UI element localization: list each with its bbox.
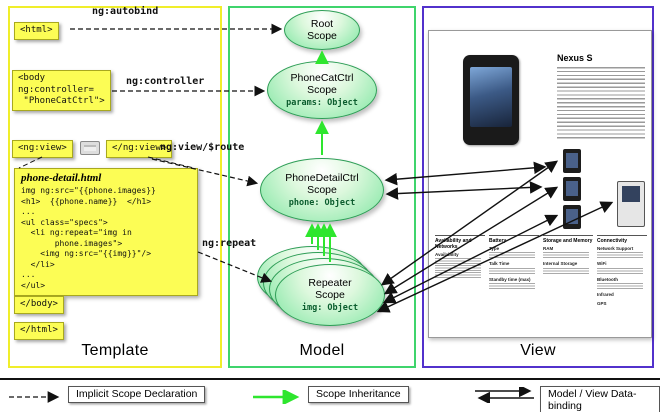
text-placeholder bbox=[435, 258, 481, 265]
spec-row-label: RAM bbox=[543, 246, 554, 251]
text-placeholder bbox=[489, 283, 535, 290]
legend: Implicit Scope Declaration Scope Inherit… bbox=[0, 383, 660, 412]
html-open-tagbox: <html> bbox=[14, 22, 59, 40]
spec-table: Availability and Networks Availability B… bbox=[435, 235, 647, 309]
legend-double-arrow-icon bbox=[475, 387, 534, 403]
spec-row: Infrared bbox=[597, 292, 647, 297]
legend-scope-inheritance-label: Scope Inheritance bbox=[316, 388, 401, 400]
spec-row-label: Network Support bbox=[597, 246, 634, 251]
spec-row: Network Support bbox=[597, 246, 647, 259]
text-placeholder bbox=[557, 67, 645, 141]
spec-row-label: WiFi bbox=[597, 261, 607, 267]
thumbnail-screen bbox=[566, 153, 578, 168]
legend-scope-inheritance-box: Scope Inheritance bbox=[308, 386, 409, 403]
scope-title: PhoneDetailCtrl Scope bbox=[285, 171, 359, 196]
spec-row-label: GPS bbox=[597, 300, 607, 306]
spec-row: RAM bbox=[543, 246, 593, 259]
spec-row-label: Standby time (max) bbox=[489, 276, 531, 282]
spec-row: Availability bbox=[435, 252, 485, 279]
spec-col-storage: Storage and Memory RAM Internal Storage bbox=[543, 235, 593, 309]
ng-autobind-label: ng:autobind bbox=[92, 6, 159, 17]
text-placeholder bbox=[543, 267, 589, 274]
text-placeholder bbox=[489, 252, 535, 259]
phone-photo bbox=[463, 55, 519, 145]
spec-header: Availability and Networks bbox=[435, 238, 472, 250]
ng-view-route-label: ng:view/$route bbox=[160, 142, 245, 153]
scope-title: Root Scope bbox=[307, 17, 337, 42]
phone-screen bbox=[470, 67, 512, 127]
spec-row: GPS bbox=[597, 301, 647, 306]
spec-header: Storage and Memory bbox=[543, 238, 593, 244]
scope-property: img: Object bbox=[301, 303, 359, 314]
spec-row: Talk Time bbox=[489, 261, 539, 274]
ng-repeat-label: ng:repeat bbox=[202, 238, 257, 249]
spec-row: Type bbox=[489, 246, 539, 259]
spec-row-label: Internal Storage bbox=[543, 261, 578, 267]
phone-detail-page: Nexus S Availability and Networks Availa… bbox=[428, 30, 652, 338]
spec-row-label: Type bbox=[489, 246, 500, 251]
legend-green-arrow-icon bbox=[253, 390, 300, 404]
phone-thumbnail-open bbox=[617, 181, 645, 227]
spec-col-connectivity: Connectivity Network Support WiFi Blueto… bbox=[597, 235, 647, 309]
scope-title: PhoneCatCtrl Scope bbox=[290, 71, 354, 96]
phonecat-scope-ellipse: PhoneCatCtrl Scope params: Object bbox=[267, 61, 377, 119]
spec-row-label: Talk Time bbox=[489, 261, 510, 267]
spec-col-availability: Availability and Networks Availability bbox=[435, 235, 485, 309]
phone-thumbnail bbox=[563, 177, 581, 201]
legend-implicit-scope-box: Implicit Scope Declaration bbox=[68, 386, 206, 403]
body-open-tagbox: <body ng:controller= "PhoneCatCtrl"> bbox=[12, 70, 111, 112]
codebox-code: img ng:src="{{phone.images}} <h1> {{phon… bbox=[21, 186, 156, 290]
text-placeholder bbox=[489, 267, 535, 274]
phone-detail-codebox: phone-detail.html img ng:src="{{phone.im… bbox=[14, 168, 198, 297]
text-placeholder bbox=[597, 252, 643, 259]
text-placeholder bbox=[435, 272, 481, 279]
view-column-label: View bbox=[520, 342, 556, 359]
text-placeholder bbox=[597, 267, 643, 274]
phone-title: Nexus S bbox=[557, 53, 593, 63]
ng-view-open-tagbox: <ng:view> bbox=[12, 140, 73, 158]
legend-databinding-label: Model / View Data-binding bbox=[548, 388, 637, 412]
scope-title: Repeater Scope bbox=[308, 276, 352, 301]
spec-row-label: Availability bbox=[435, 252, 459, 257]
template-column-label: Template bbox=[81, 342, 149, 359]
text-placeholder bbox=[543, 252, 589, 259]
spec-header: Battery bbox=[489, 238, 507, 244]
legend-databinding-box: Model / View Data-binding bbox=[540, 386, 660, 412]
spec-row: Bluetooth bbox=[597, 276, 647, 290]
spec-col-battery: Battery Type Talk Time Standby time (max… bbox=[489, 235, 539, 309]
codebox-title: phone-detail.html bbox=[21, 172, 102, 184]
thumbnail-screen bbox=[566, 181, 578, 196]
thumbnail-screen bbox=[566, 209, 578, 224]
thumbnail-screen bbox=[622, 186, 640, 202]
spec-row: WiFi bbox=[597, 261, 647, 274]
ng-view-close-tagbox: </ng:view> bbox=[106, 140, 173, 158]
spec-row: Internal Storage bbox=[543, 261, 593, 274]
repeater-scope-ellipse: Repeater Scope img: Object bbox=[275, 264, 385, 326]
scope-property: params: Object bbox=[286, 98, 358, 109]
scope-property: phone: Object bbox=[288, 198, 356, 209]
text-placeholder bbox=[597, 283, 643, 290]
spec-row-label: Infrared bbox=[597, 292, 614, 298]
body-close-tagbox: </body> bbox=[14, 296, 64, 314]
text-placeholder bbox=[435, 265, 481, 272]
model-column-label: Model bbox=[299, 342, 345, 359]
root-scope-ellipse: Root Scope bbox=[284, 10, 360, 50]
phone-thumbnail bbox=[563, 205, 581, 229]
legend-dashed-arrow-icon bbox=[9, 391, 60, 403]
phone-thumbnail bbox=[563, 149, 581, 173]
view-placeholder-icon bbox=[80, 141, 100, 155]
legend-implicit-scope-label: Implicit Scope Declaration bbox=[76, 388, 198, 400]
ng-controller-label: ng:controller bbox=[126, 76, 205, 87]
html-close-tagbox: </html> bbox=[14, 322, 64, 340]
spec-header: Connectivity bbox=[597, 238, 628, 244]
spec-row: Standby time (max) bbox=[489, 276, 539, 290]
phonedetail-scope-ellipse: PhoneDetailCtrl Scope phone: Object bbox=[260, 158, 384, 222]
spec-row-label: Bluetooth bbox=[597, 276, 618, 282]
legend-divider bbox=[0, 378, 660, 380]
